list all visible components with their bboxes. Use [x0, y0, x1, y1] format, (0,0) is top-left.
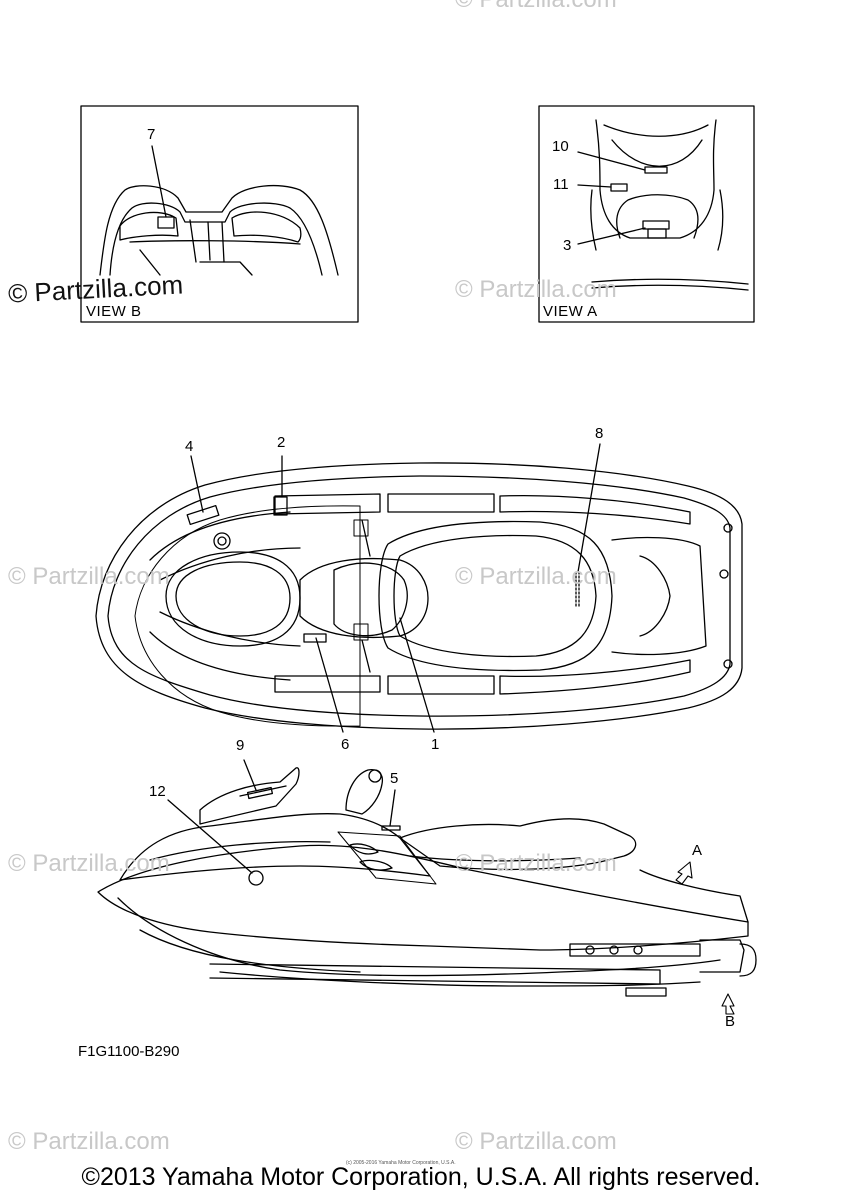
callout-6: 6 — [341, 736, 350, 753]
view-arrow-b-label: B — [725, 1013, 736, 1030]
callout-11: 11 — [553, 176, 569, 193]
watermark-text: © Partzilla.com — [8, 563, 170, 590]
view-b-inset — [80, 105, 359, 323]
watermark-text: © Partzilla.com — [455, 1128, 617, 1155]
view-a-label: VIEW A — [543, 303, 598, 320]
watermark-text: © Partzilla.com — [455, 563, 617, 590]
side-view-drawing — [97, 759, 757, 1015]
fine-print: (c) 2005-2016 Yamaha Motor Corporation, … — [346, 1160, 456, 1166]
callout-1: 1 — [431, 736, 440, 753]
callout-12: 12 — [149, 783, 166, 800]
watermark-text: © Partzilla.com — [8, 1128, 170, 1155]
callout-10: 10 — [552, 138, 569, 155]
callout-8: 8 — [595, 425, 604, 442]
watermark-text: © Partzilla.com — [8, 850, 170, 877]
watermark-text: © Partzilla.com — [455, 276, 617, 303]
top-view-drawing — [95, 443, 743, 733]
callout-4: 4 — [185, 438, 194, 455]
watermark-text: © Partzilla.com — [455, 0, 617, 14]
callout-3: 3 — [563, 237, 572, 254]
copyright-notice: ©2013 Yamaha Motor Corporation, U.S.A. A… — [81, 1163, 761, 1191]
callout-7: 7 — [147, 126, 156, 143]
view-arrow-a-label: A — [692, 842, 703, 859]
callout-2: 2 — [277, 434, 286, 451]
view-b-label: VIEW B — [86, 303, 142, 320]
part-code: F1G1100-B290 — [78, 1043, 180, 1060]
callout-5: 5 — [390, 770, 399, 787]
watermark-text: © Partzilla.com — [455, 850, 617, 877]
view-a-inset — [538, 105, 755, 323]
callout-9: 9 — [236, 737, 245, 754]
